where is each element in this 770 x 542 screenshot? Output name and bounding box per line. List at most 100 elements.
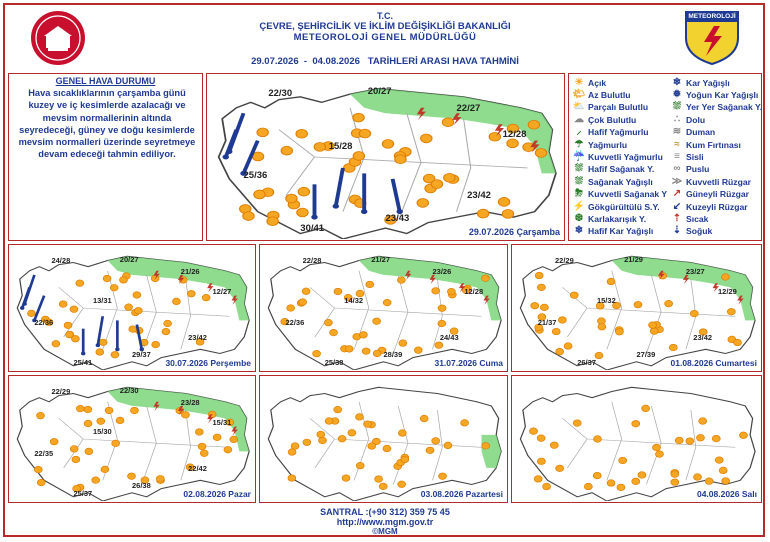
haze-icon: ∞: [673, 163, 681, 175]
heavy-snow-icon: ❅: [672, 88, 682, 100]
temperature-label: 23/42: [467, 189, 491, 201]
north-wind-icon: [241, 140, 260, 174]
sun-icon: [352, 112, 365, 123]
sun-icon: [197, 442, 207, 451]
legend-item: ∴Dolu: [671, 114, 705, 125]
sun-icon: [443, 441, 453, 450]
sandstorm-icon: ≈: [674, 138, 680, 150]
sun-icon: [447, 288, 456, 296]
legend-item: ☁ Çok Bulutlu: [573, 114, 636, 125]
sun-icon: [721, 273, 730, 281]
legend-item: ⛆Sağanak Yağışlı: [573, 176, 653, 187]
sun-icon: [343, 294, 353, 302]
sun-icon: [420, 133, 433, 144]
sun-icon: [615, 328, 624, 336]
legend-label: Duman: [686, 127, 716, 138]
sun-icon: [124, 303, 133, 311]
legend-label: Yoğun Kar Yağışlı: [686, 89, 759, 100]
temperature-label: 22/29: [554, 255, 574, 265]
sun-icon: [652, 443, 661, 452]
sun-icon: [225, 418, 235, 426]
north-wind-arrowhead: [32, 318, 37, 323]
sun-icon: [649, 327, 659, 335]
temperature-label: 15/28: [328, 140, 353, 152]
temperature-label: 22/30: [268, 88, 293, 100]
province-borders: [309, 401, 482, 485]
sun-icon: [631, 420, 641, 428]
temperature-label: 22/35: [34, 448, 54, 458]
sun-icon: [49, 438, 59, 446]
sun-icon: [443, 172, 456, 183]
shower-icon: ⛆: [575, 175, 583, 187]
sun-icon: [347, 429, 357, 437]
sun-icon: [597, 323, 607, 331]
rain-area: [107, 387, 250, 452]
sun-icon: [367, 442, 377, 450]
sun-icon: [739, 431, 748, 439]
sun-icon: [295, 128, 308, 139]
thunder-icon: [737, 295, 744, 305]
sun-icon: [534, 271, 544, 280]
legend-label: Soğuk: [686, 226, 713, 237]
north-wind-arrowhead: [332, 203, 339, 209]
map-date-label: 30.07.2026 Perşembe: [165, 358, 251, 368]
sun-icon: [195, 428, 204, 436]
sun-icon: [698, 328, 708, 336]
sun-icon: [324, 417, 334, 425]
sun-icon: [201, 294, 211, 302]
sun-icon: [733, 338, 742, 347]
sun-icon: [437, 319, 447, 328]
temperature-label: 22/42: [188, 463, 207, 473]
meteorology-logo-text: METEOROLOJİ: [688, 13, 736, 20]
sun-icon: [298, 298, 307, 306]
sun-icon: [65, 331, 74, 339]
thunder-icon: [231, 295, 238, 305]
light-shower-icon: ⛆: [575, 163, 583, 175]
sun-icon: [727, 308, 736, 316]
sun-icon: [394, 154, 407, 164]
sun-icon: [449, 327, 459, 335]
sun-icon: [670, 470, 680, 478]
sun-icon: [102, 274, 112, 283]
legend-label: Açık: [588, 77, 607, 88]
smoke-icon: ≋: [672, 126, 682, 138]
sun-icon: [76, 405, 85, 413]
sun-icon: [109, 284, 119, 292]
temperature-label: 26/38: [132, 481, 151, 491]
sun-icon: [384, 215, 397, 225]
hot-icon: ⇡: [672, 212, 682, 224]
meteorology-logo: METEOROLOJİ: [684, 6, 740, 66]
sun-icon: [540, 303, 549, 311]
thunder-icon: ⚡: [572, 200, 586, 212]
temperature-label: 22/28: [302, 255, 322, 265]
sun-icon: [51, 340, 61, 348]
north-wind-icon: [96, 316, 105, 346]
sun-icon: [98, 338, 108, 346]
sun-icon: [287, 474, 297, 482]
sun-icon: [302, 438, 312, 446]
sun-icon: [344, 345, 354, 353]
sun-icon: [422, 173, 436, 184]
temperature-label: 20/27: [367, 86, 392, 98]
temperature-label: 28/39: [383, 350, 403, 360]
north-wind-arrowhead: [311, 214, 318, 220]
sun-icon: [130, 406, 139, 415]
province-borders: [58, 270, 230, 354]
sun-icon: [301, 287, 311, 295]
fog-icon: ≡: [674, 150, 680, 162]
north-wind-arrowhead: [20, 306, 25, 310]
sun-icon: [69, 445, 79, 453]
sun-icon: [290, 442, 300, 450]
temperature-label: 25/37: [73, 488, 93, 498]
footer-url[interactable]: http://www.mgm.gov.tr: [336, 517, 434, 527]
legend-item: ⇣ Soğuk: [671, 226, 712, 237]
cold-icon: ⇣: [672, 225, 682, 237]
sun-icon: [416, 198, 429, 208]
legend-item: ↗Güneyli Rüzgar: [671, 189, 749, 200]
legend-item: ≡Sisli: [671, 151, 704, 162]
legend-item: ❅ Yoğun Kar Yağışlı: [671, 89, 758, 100]
sun-icon: [542, 482, 551, 491]
cloud-icon: ☁: [574, 113, 584, 125]
legend-label: Çok Bulutlu: [588, 114, 637, 125]
